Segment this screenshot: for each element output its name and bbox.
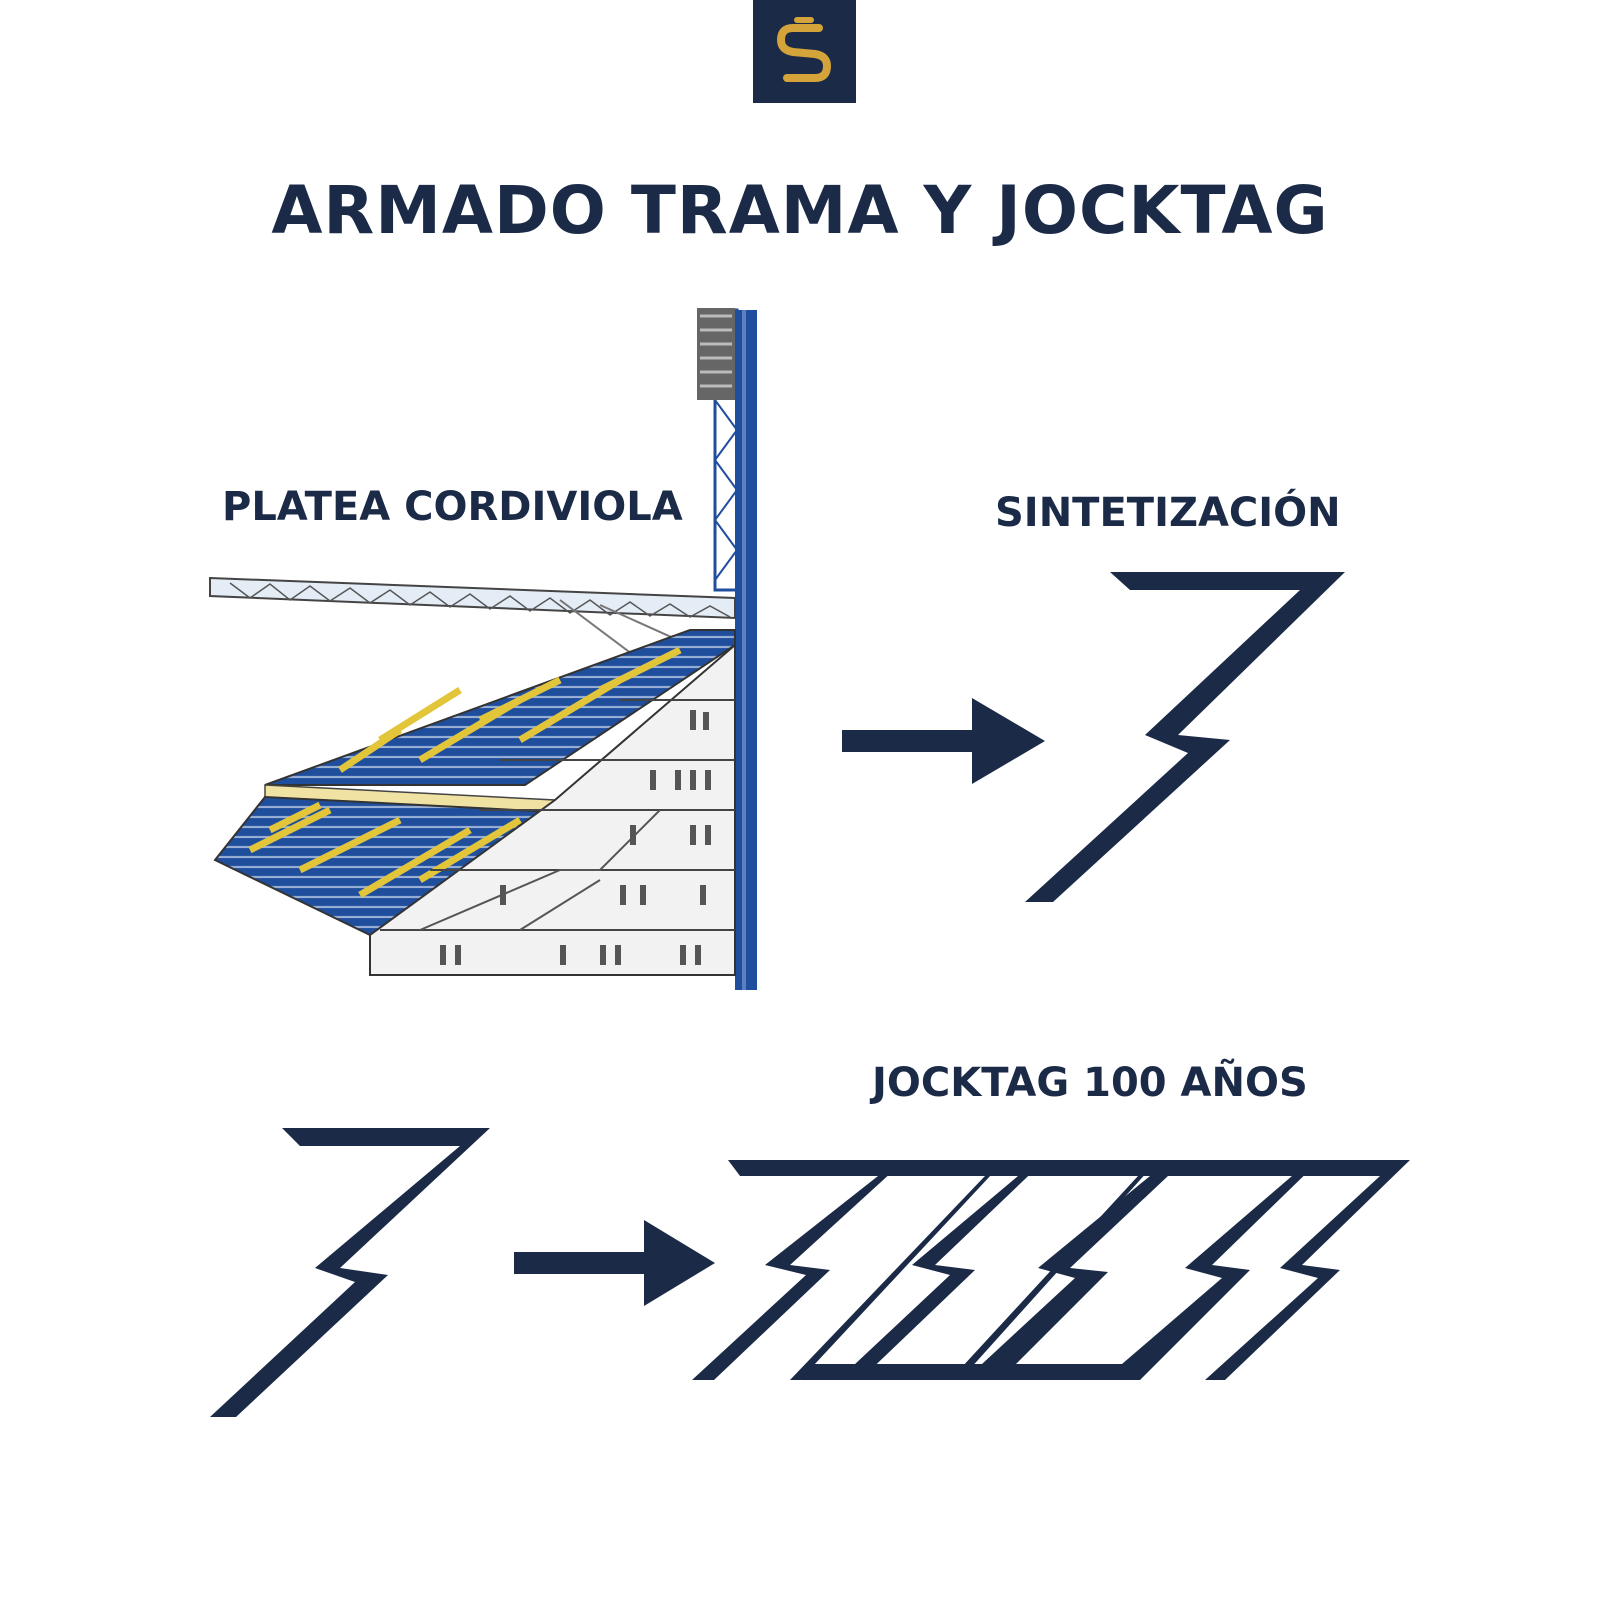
label-jocktag-100: JOCKTAG 100 AÑOS: [872, 1060, 1308, 1106]
s-monogram-icon: [776, 17, 832, 82]
brand-logo: [753, 0, 856, 103]
arrow-right-icon-1: [842, 698, 1045, 784]
roof: [209, 576, 736, 620]
label-sintetizacion: SINTETIZACIÓN: [995, 490, 1341, 536]
label-platea-cordiviola: PLATEA CORDIVIOLA: [222, 484, 683, 530]
upper-tier-yellow-pattern: [338, 646, 682, 773]
stadium-illustration: [209, 308, 757, 990]
lower-tier-yellow-pattern: [248, 801, 522, 899]
arrow-right-icon-2: [514, 1220, 715, 1306]
jocktag-seven-mark-small: [210, 1128, 490, 1417]
jocktag-seven-mark: [1025, 572, 1345, 902]
jocktag-100-mark: [692, 1160, 1410, 1380]
page-title: ARMADO TRAMA Y JOCKTAG: [271, 172, 1329, 249]
people: [440, 710, 711, 965]
